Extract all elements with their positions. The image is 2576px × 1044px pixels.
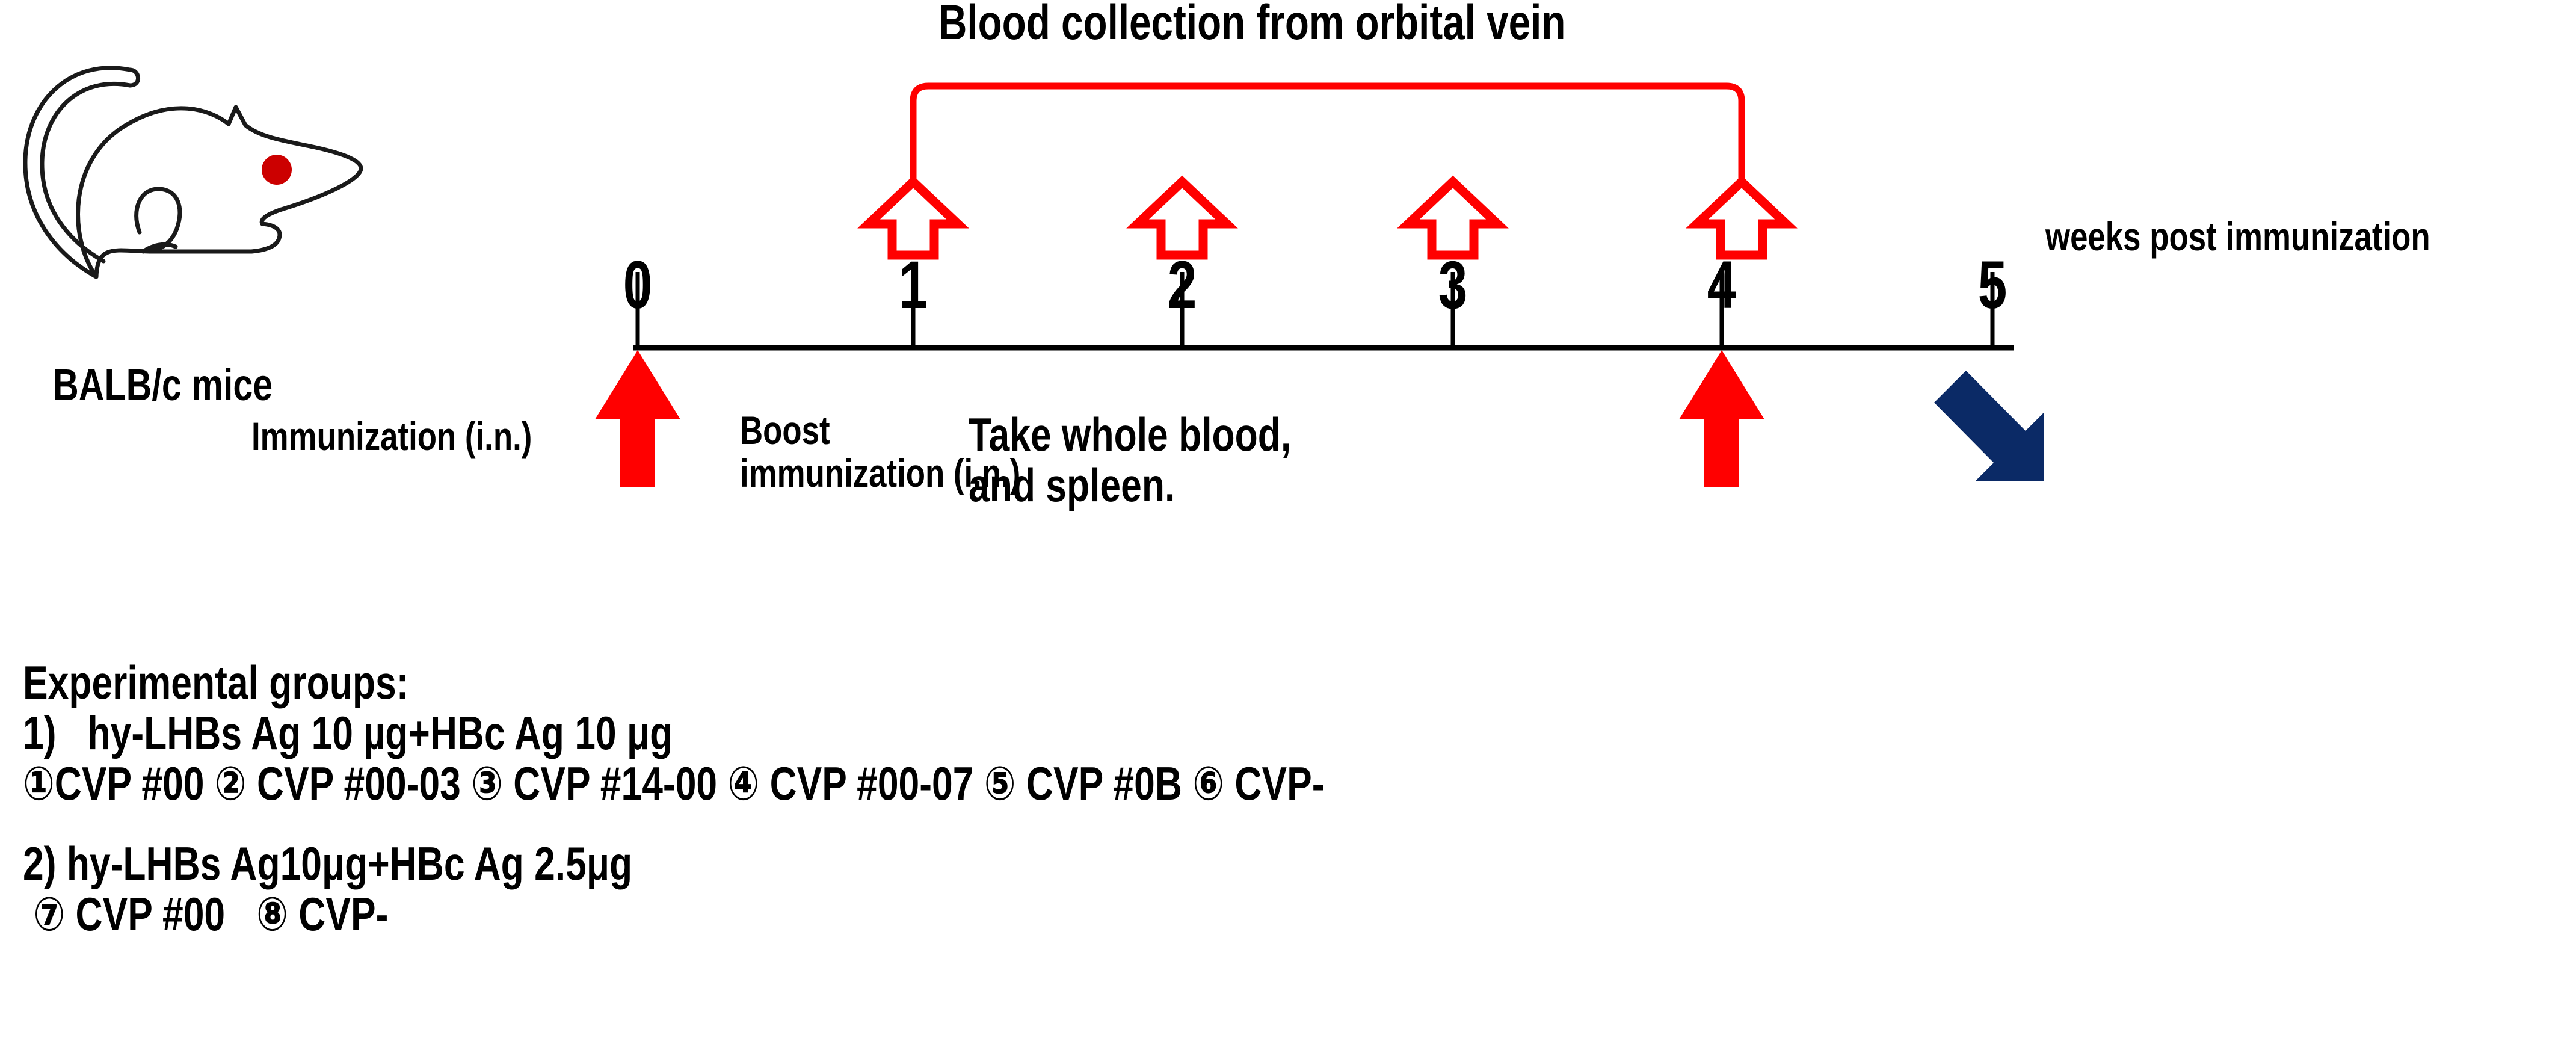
group-1-title: hy-LHBs Ag 10 µg+HBc Ag 10 μg bbox=[87, 706, 673, 760]
immunization-label: Immunization (i.n.) bbox=[251, 414, 532, 459]
harvest-label: Take whole blood, and spleen. bbox=[969, 408, 1292, 512]
blood-arrow-week-2 bbox=[1126, 175, 1238, 260]
boost-label-line1: Boost bbox=[740, 408, 830, 453]
group-2-items: ⑦ CVP #00 ⑧ CVP- bbox=[23, 889, 1325, 939]
group-2-items-text: ⑦ CVP #00 ⑧ CVP- bbox=[33, 887, 389, 941]
boost-immunization-arrow-icon bbox=[1679, 350, 1764, 487]
blood-arrow-week-1 bbox=[857, 175, 969, 260]
experimental-groups-block: Experimental groups: 1) hy-LHBs Ag 10 µg… bbox=[23, 657, 1325, 939]
harvest-arrow-icon bbox=[1934, 371, 2044, 481]
bracket-title: Blood collection from orbital vein bbox=[938, 0, 1566, 50]
group-1-items: ①CVP #00 ② CVP #00-03 ③ CVP #14-00 ④ CVP… bbox=[23, 757, 1325, 811]
nose-dot-icon bbox=[262, 155, 292, 185]
groups-spacer bbox=[23, 809, 1325, 838]
immunization-arrow-icon bbox=[595, 350, 680, 487]
group-1-row: 1) hy-LHBs Ag 10 µg+HBc Ag 10 μg bbox=[23, 708, 1325, 758]
timeline-graphic: 0 1 2 3 4 5 bbox=[595, 82, 2044, 487]
group-2-number: 2) bbox=[23, 836, 57, 890]
harvest-label-line2: and spleen. bbox=[969, 459, 1176, 512]
group-1-number: 1) bbox=[23, 706, 57, 760]
boost-label-line2: immunization (i.n.) bbox=[740, 451, 1021, 496]
blood-arrow-week-4 bbox=[1686, 175, 1798, 260]
blood-collection-bracket bbox=[910, 82, 1745, 193]
group-2-row: 2) hy-LHBs Ag10μg+HBc Ag 2.5μg bbox=[23, 838, 1325, 889]
mouse-icon bbox=[23, 66, 363, 279]
harvest-label-line1: Take whole blood, bbox=[969, 408, 1292, 461]
blood-collection-arrows bbox=[857, 175, 1798, 260]
boost-immunization-label: Boost immunization (i.n.) bbox=[740, 409, 1020, 495]
timeline-tick-labels: 0 1 2 3 4 5 bbox=[623, 248, 2007, 323]
group-2-title: hy-LHBs Ag10μg+HBc Ag 2.5μg bbox=[66, 836, 633, 890]
mouse-label: BALB/c mice bbox=[53, 360, 273, 410]
axis-unit-label: weeks post immunization bbox=[2045, 214, 2430, 259]
timeline-ticks bbox=[635, 272, 1995, 348]
blood-arrow-week-3 bbox=[1397, 175, 1509, 260]
groups-heading: Experimental groups: bbox=[23, 656, 409, 709]
